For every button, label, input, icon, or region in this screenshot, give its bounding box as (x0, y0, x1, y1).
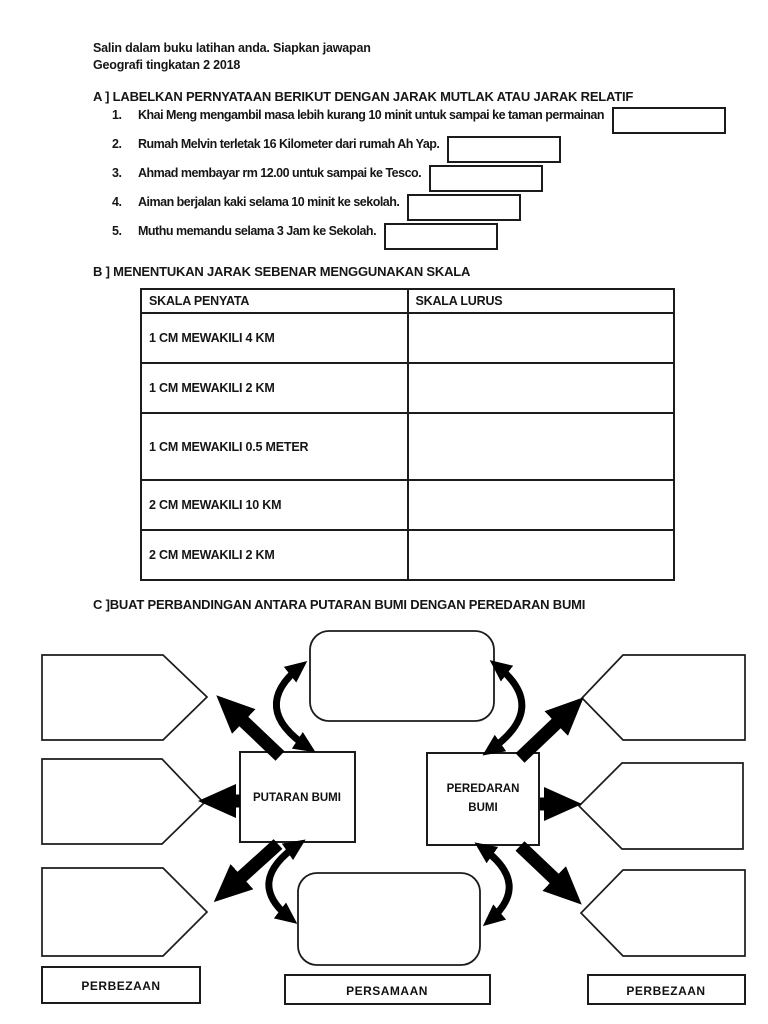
scale-statement-cell: 1 CM MEWAKILI 4 KM (140, 312, 409, 364)
persamaan-box (284, 974, 491, 1005)
scale-statement-cell: 1 CM MEWAKILI 0.5 METER (140, 412, 409, 481)
section-b-heading: B ] MENENTUKAN JARAK SEBENAR MENGGUNAKAN… (93, 264, 471, 279)
arrow-left-top (216, 695, 285, 761)
section-a-heading: A ] LABELKAN PERNYATAAN BERIKUT DENGAN J… (93, 89, 634, 104)
arrow-right-bottom (515, 841, 582, 905)
table-row: 1 CM MEWAKILI 0.5 METER (140, 412, 675, 481)
left-blank-tag-top (41, 654, 209, 741)
left-blank-tag-bottom (41, 867, 209, 957)
table-header-row: SKALA PENYATA SKALA LURUS (140, 288, 675, 314)
perbezaan-left-label: PERBEZAAN (81, 979, 160, 993)
column-header: SKALA LURUS (406, 288, 675, 314)
item-number: 2. (112, 137, 122, 151)
peredaran-bumi-box (426, 752, 540, 846)
curved-arrow-bottom-left (265, 839, 306, 924)
right-blank-tag-bottom (579, 869, 746, 957)
scale-statement-cell: 2 CM MEWAKILI 2 KM (140, 529, 409, 581)
item-number: 1. (112, 108, 122, 122)
column-header: SKALA PENYATA (140, 288, 409, 314)
empty-answer-cell (406, 312, 675, 364)
left-blank-tag-middle (41, 758, 206, 845)
table-row: 1 CM MEWAKILI 2 KM (140, 362, 675, 414)
scale-statement-cell: 1 CM MEWAKILI 2 KM (140, 362, 409, 414)
instruction-line: Salin dalam buku latihan anda. Siapkan j… (93, 41, 371, 55)
item-text: Muthu memandu selama 3 Jam ke Sekolah. (138, 224, 377, 238)
scale-statement-cell: 2 CM MEWAKILI 10 KM (140, 479, 409, 531)
persamaan-label: PERSAMAAN (346, 984, 428, 998)
perbezaan-right-label: PERBEZAAN (626, 984, 705, 998)
table-row: 2 CM MEWAKILI 10 KM (140, 479, 675, 531)
list-item: 2. Rumah Melvin terletak 16 Kilometer da… (112, 136, 726, 166)
item-text: Aiman berjalan kaki selama 10 minit ke s… (138, 195, 400, 209)
list-item: 3. Ahmad membayar rm 12.00 untuk sampai … (112, 165, 726, 195)
empty-answer-cell (406, 412, 675, 481)
putaran-bumi-label: PUTARAN BUMI (253, 792, 341, 804)
curved-arrow-bottom-right (474, 842, 513, 927)
right-blank-tag-middle (577, 762, 744, 850)
empty-answer-cell (406, 479, 675, 531)
item-number: 4. (112, 195, 122, 209)
peredaran-bumi-label-line2: BUMI (468, 802, 497, 814)
empty-answer-cell (406, 362, 675, 414)
table-row: 2 CM MEWAKILI 2 KM (140, 529, 675, 581)
section-c-heading: C ]BUAT PERBANDINGAN ANTARA PUTARAN BUMI… (93, 597, 586, 612)
arrow-left-bottom (213, 839, 283, 903)
item-text: Rumah Melvin terletak 16 Kilometer dari … (138, 137, 440, 151)
answer-box (612, 107, 726, 134)
item-text: Khai Meng mengambil masa lebih kurang 10… (138, 108, 605, 122)
list-item: 4. Aiman berjalan kaki selama 10 minit k… (112, 194, 726, 224)
arrow-right-top (515, 697, 584, 763)
bottom-answer-box (297, 872, 481, 966)
list-item: 5. Muthu memandu selama 3 Jam ke Sekolah… (112, 223, 726, 253)
table-row: 1 CM MEWAKILI 4 KM (140, 312, 675, 364)
page-header: Salin dalam buku latihan anda. Siapkan j… (93, 40, 371, 74)
right-blank-tag-top (580, 654, 746, 741)
list-item: 1. Khai Meng mengambil masa lebih kurang… (112, 107, 726, 137)
section-a-items: 1. Khai Meng mengambil masa lebih kurang… (112, 107, 726, 253)
putaran-bumi-box (239, 751, 356, 843)
answer-box (447, 136, 562, 163)
comparison-diagram: PUTARAN BUMI PEREDARAN BUMI PERBEZAAN PE… (41, 630, 746, 1005)
item-text: Ahmad membayar rm 12.00 untuk sampai ke … (138, 166, 422, 180)
perbezaan-left-box (41, 966, 201, 1004)
subject-line: Geografi tingkatan 2 2018 (93, 58, 241, 72)
perbezaan-right-box (587, 974, 746, 1005)
scale-table: SKALA PENYATA SKALA LURUS 1 CM MEWAKILI … (140, 288, 675, 581)
curved-arrow-top-right (482, 660, 526, 756)
top-answer-box (309, 630, 495, 722)
empty-answer-cell (406, 529, 675, 581)
curved-arrow-top-left (273, 661, 316, 753)
answer-box (429, 165, 544, 192)
answer-box (407, 194, 522, 221)
answer-box (384, 223, 499, 250)
item-number: 3. (112, 166, 122, 180)
item-number: 5. (112, 224, 122, 238)
peredaran-bumi-label-line1: PEREDARAN (447, 783, 520, 795)
